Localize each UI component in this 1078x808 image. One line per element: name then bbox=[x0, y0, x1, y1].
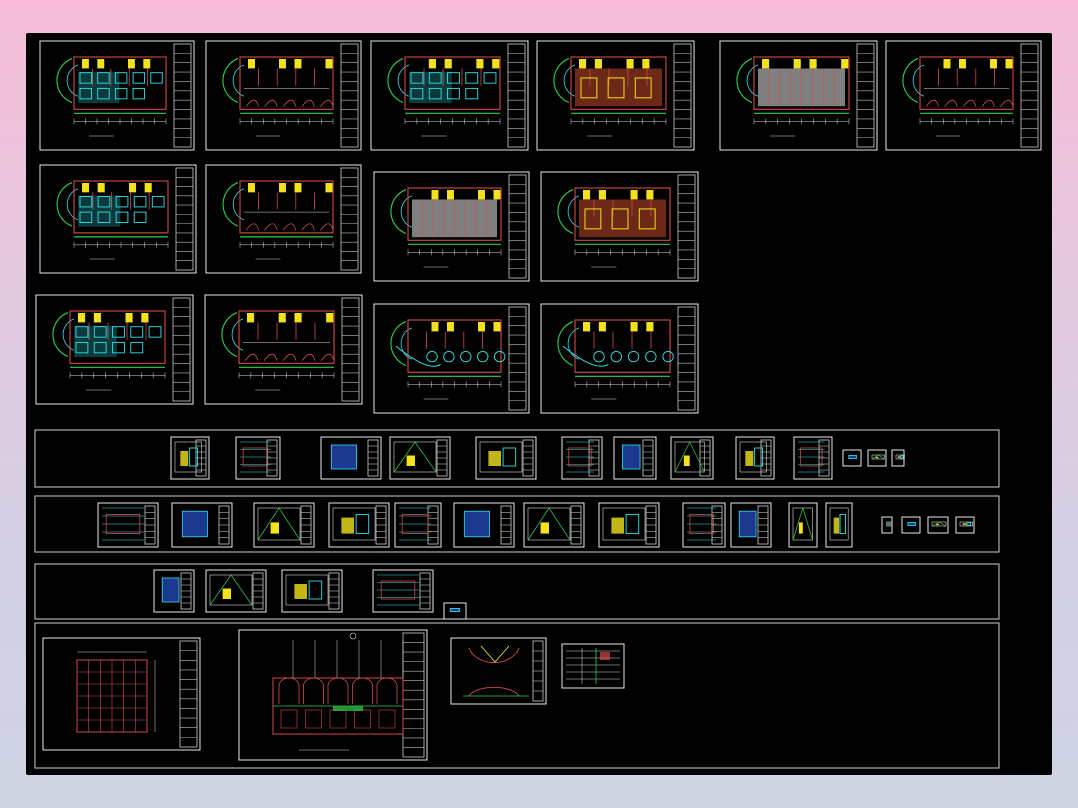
cad-sheet-layout bbox=[34, 40, 1042, 769]
detail-group-1 bbox=[34, 429, 1000, 488]
detail-sheet bbox=[171, 502, 233, 548]
detail-sheet bbox=[735, 436, 775, 480]
detail-sheet bbox=[682, 502, 726, 548]
floor-plan-sheet bbox=[39, 40, 195, 151]
detail-sheet bbox=[867, 449, 887, 467]
detail-sheet bbox=[955, 516, 975, 534]
detail-sheet bbox=[881, 516, 893, 534]
detail-sheet bbox=[235, 436, 281, 480]
floor-plan-sheet bbox=[373, 303, 530, 414]
detail-sheet bbox=[523, 502, 585, 548]
grid-elevation-sheet bbox=[42, 637, 201, 751]
floor-plan-sheet bbox=[39, 164, 197, 274]
detail-sheet bbox=[153, 569, 195, 613]
detail-sheet bbox=[475, 436, 537, 480]
floor-plan-sheet bbox=[373, 171, 530, 282]
detail-sheet bbox=[320, 436, 382, 480]
floor-plan-sheet bbox=[540, 171, 699, 282]
detail-sheet bbox=[205, 569, 267, 613]
detail-sheet bbox=[598, 502, 660, 548]
detail-sheet bbox=[793, 436, 833, 480]
detail-sheet bbox=[891, 449, 905, 467]
detail-sheet bbox=[170, 436, 210, 480]
detail-sheet bbox=[281, 569, 343, 613]
floor-plan-sheet bbox=[536, 40, 695, 151]
detail-sheet bbox=[253, 502, 315, 548]
floor-plan-sheet bbox=[885, 40, 1042, 151]
detail-sheet bbox=[389, 436, 451, 480]
detail-sheet bbox=[825, 502, 853, 548]
detail-group-2 bbox=[34, 495, 1000, 553]
floor-plan-sheet bbox=[370, 40, 529, 151]
detail-sheet bbox=[443, 602, 467, 620]
detail-sheet bbox=[453, 502, 515, 548]
detail-sheet bbox=[730, 502, 772, 548]
detail-sheet bbox=[328, 502, 390, 548]
floor-plan-sheet bbox=[205, 40, 362, 151]
floor-plan-sheet bbox=[540, 303, 699, 414]
schedule-sheet bbox=[561, 643, 625, 689]
detail-sheet bbox=[788, 502, 818, 548]
detail-sheet bbox=[901, 516, 921, 534]
arched-elevation-sheet bbox=[238, 629, 428, 761]
detail-sheet bbox=[394, 502, 442, 548]
detail-sheet bbox=[372, 569, 434, 613]
detail-sheet bbox=[670, 436, 714, 480]
floor-plan-sheet bbox=[205, 164, 362, 274]
curved-detail-sheet bbox=[450, 637, 547, 705]
cad-drawing-canvas[interactable] bbox=[26, 33, 1052, 775]
detail-sheet bbox=[842, 449, 862, 467]
floor-plan-sheet bbox=[35, 294, 194, 405]
floor-plan-sheet bbox=[719, 40, 878, 151]
detail-group-3 bbox=[34, 563, 1000, 620]
detail-sheet bbox=[561, 436, 603, 480]
detail-sheet bbox=[927, 516, 949, 534]
detail-sheet bbox=[97, 502, 159, 548]
detail-sheet bbox=[613, 436, 657, 480]
floor-plan-sheet bbox=[204, 294, 363, 405]
elevation-group bbox=[34, 622, 1000, 769]
